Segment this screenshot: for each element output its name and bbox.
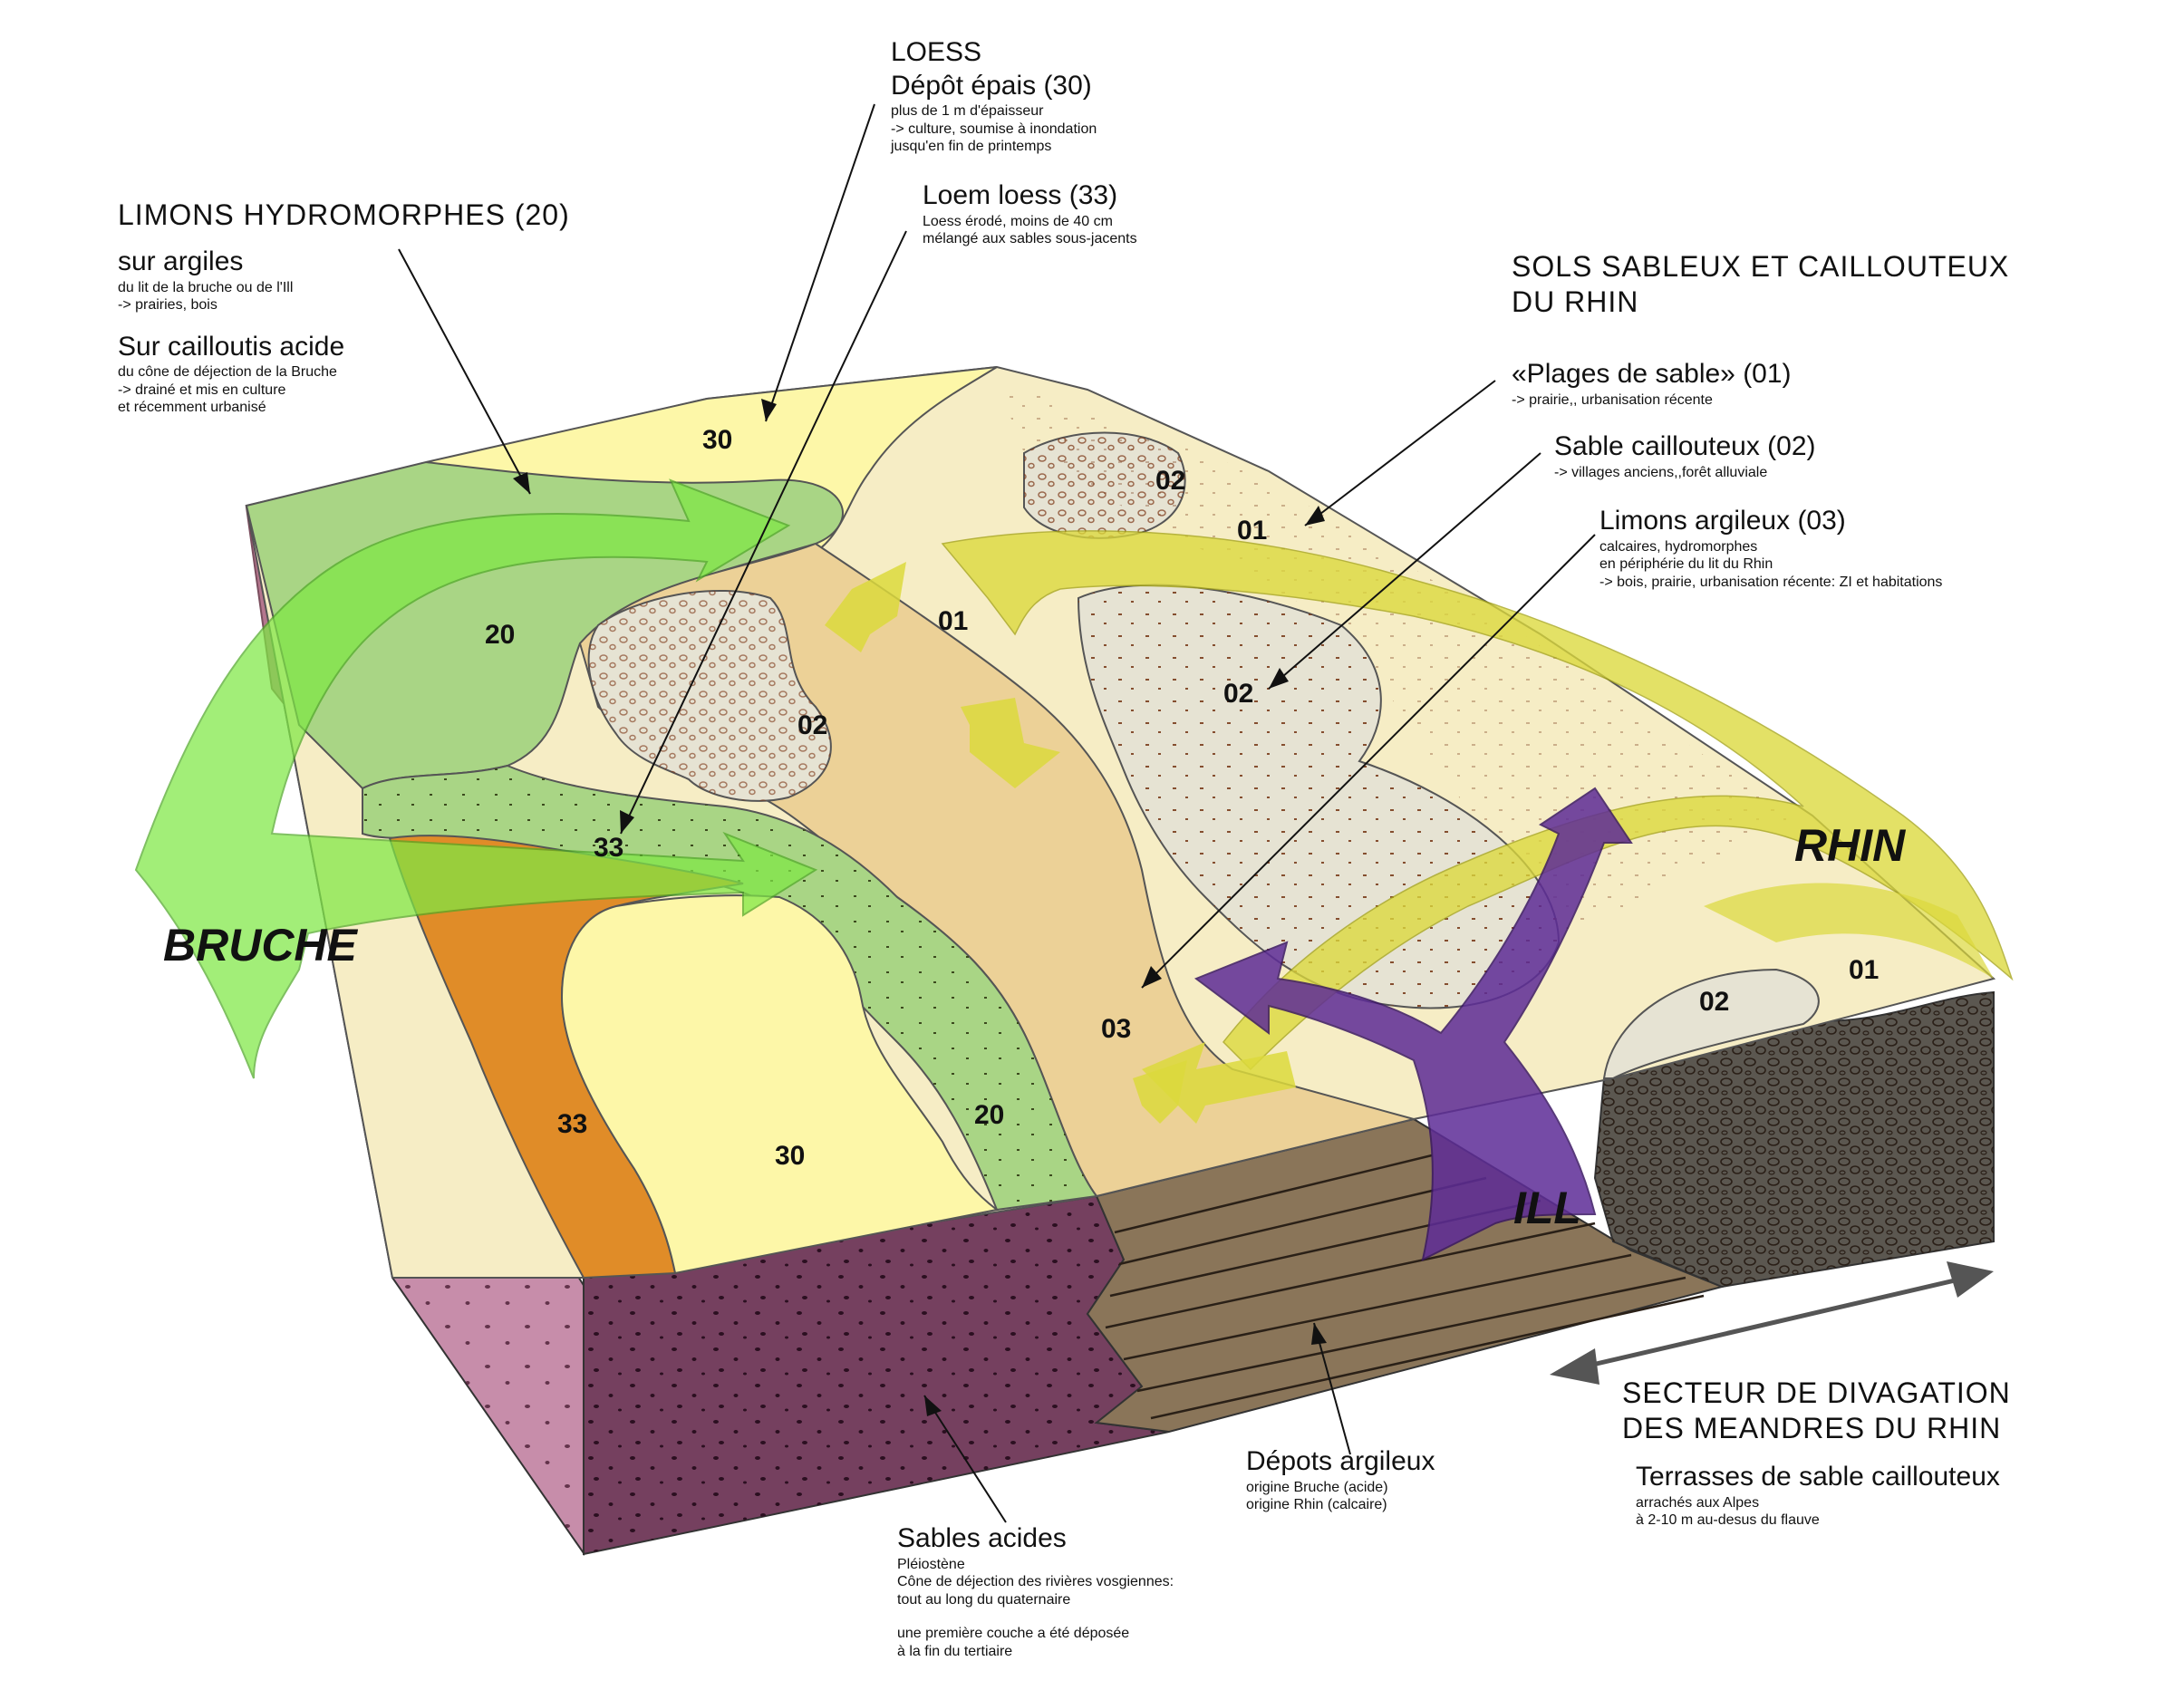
- secteur-line-1: SECTEUR DE DIVAGATION: [1622, 1376, 2011, 1409]
- zone-02-b: 02: [797, 710, 827, 740]
- label-sable-caillouteux: Sable caillouteux (02) -> villages ancie…: [1554, 430, 1816, 481]
- secteur-double-arrow: [1550, 1261, 1994, 1385]
- zone-03: 03: [1101, 1014, 1131, 1044]
- label-plages-sable: «Plages de sable» (01) -> prairie,, urba…: [1512, 358, 1792, 409]
- loess-heading: Dépôt épais (30): [891, 70, 1092, 101]
- rhin-arrow-main: [941, 530, 2014, 1071]
- loess-title: LOESS: [891, 37, 982, 67]
- leader-loem: [620, 230, 907, 835]
- limons-hydro-line: et récemment urbanisé: [118, 400, 266, 416]
- zone-33-a: 33: [594, 833, 623, 863]
- limons-arg-line: calcaires, hydromorphes: [1599, 538, 1758, 555]
- loem-heading: Loem loess (33): [923, 180, 1118, 210]
- top-zone-02-right: [1602, 968, 1820, 1079]
- river-arrows: [134, 478, 2014, 1261]
- label-limons-hydromorphes: LIMONS HYDROMORPHES (20) sur argiles du …: [118, 198, 570, 417]
- sols-sableux-title-2: DU RHIN: [1512, 285, 1639, 319]
- leader-sable-caill: [1268, 452, 1541, 690]
- river-bruche-label: BRUCHE: [163, 920, 359, 971]
- label-sables-acides: Sables acides Pléiostène Cône de déjecti…: [897, 1522, 1174, 1660]
- limons-hydro-sub1-heading: sur argiles: [118, 246, 244, 277]
- yellow-arrow-bottom: [1142, 1042, 1296, 1124]
- zone-01-c: 01: [1849, 955, 1879, 985]
- label-loess: LOESS Dépôt épais (30) plus de 1 m d'épa…: [891, 36, 1097, 156]
- leader-plages: [1304, 380, 1496, 526]
- terrasses-line: arrachés aux Alpes: [1636, 1494, 1760, 1511]
- plages-line: -> prairie,, urbanisation récente: [1512, 391, 1713, 408]
- plages-heading: «Plages de sable» (01): [1512, 359, 1792, 389]
- label-depots-argileux: Dépots argileux origine Bruche (acide) o…: [1246, 1445, 1435, 1514]
- sables-acides-line: Pléiostène: [897, 1556, 965, 1572]
- limons-hydro-line: du cône de déjection de la Bruche: [118, 364, 337, 381]
- zone-02-a: 02: [1155, 466, 1185, 496]
- leader-limons-hydro: [398, 248, 531, 495]
- leader-arrowheads: [513, 399, 1327, 1416]
- sables-acides-line: une première couche a été déposée: [897, 1626, 1130, 1642]
- limons-hydro-line: -> prairies, bois: [118, 297, 217, 314]
- sables-acides-heading: Sables acides: [897, 1523, 1067, 1553]
- yellow-arrow-small-1: [825, 562, 906, 652]
- zone-01-a: 01: [938, 606, 968, 636]
- ill-arrow: [1193, 787, 1633, 1261]
- loem-line: mélangé aux sables sous-jacents: [923, 231, 1137, 247]
- limons-arg-line: -> bois, prairie, urbanisation récente: …: [1599, 574, 1943, 590]
- sols-sableux-title-1: SOLS SABLEUX ET CAILLOUTEUX: [1512, 250, 2010, 283]
- sables-acides-line: [897, 1608, 1174, 1625]
- secteur-line-2: DES MEANDRES DU RHIN: [1622, 1412, 2002, 1445]
- leader-sables-acides: [923, 1395, 1007, 1523]
- leader-loess: [765, 103, 875, 422]
- label-sols-sableux: SOLS SABLEUX ET CAILLOUTEUX DU RHIN: [1512, 249, 2009, 320]
- terrasses-line: à 2-10 m au-desus du flauve: [1636, 1512, 1820, 1529]
- label-loem-loess: Loem loess (33) Loess érodé, moins de 40…: [923, 179, 1137, 248]
- river-names: BRUCHE RHIN ILL: [163, 820, 1906, 1233]
- label-limons-argileux: Limons argileux (03) calcaires, hydromor…: [1599, 505, 1942, 591]
- terrasses-heading: Terrasses de sable caillouteux: [1636, 1462, 2000, 1492]
- zone-30-top: 30: [702, 425, 732, 455]
- loess-line: jusqu'en fin de printemps: [891, 139, 1052, 155]
- limons-arg-line: en périphérie du lit du Rhin: [1599, 556, 1773, 573]
- sable-caill-heading: Sable caillouteux (02): [1554, 431, 1816, 461]
- leader-lines: [398, 103, 1596, 1523]
- zone-02-d: 02: [1699, 987, 1729, 1017]
- limons-hydro-line: du lit de la bruche ou de l'Ill: [118, 279, 294, 295]
- depots-line: origine Bruche (acide): [1246, 1479, 1388, 1495]
- yellow-arrow-small-2: [961, 698, 1060, 788]
- zone-20-top: 20: [485, 620, 515, 650]
- bruche-arrow: [134, 478, 818, 1079]
- zone-33-b: 33: [557, 1109, 587, 1139]
- loess-line: plus de 1 m d'épaisseur: [891, 103, 1044, 120]
- zone-30-bottom: 30: [775, 1141, 805, 1171]
- depots-heading: Dépots argileux: [1246, 1446, 1435, 1476]
- leader-depots: [1313, 1322, 1351, 1455]
- sables-acides-line: Cône de déjection des rivières vosgienne…: [897, 1574, 1174, 1590]
- label-terrasses: Terrasses de sable caillouteux arrachés …: [1636, 1461, 2000, 1530]
- label-secteur: SECTEUR DE DIVAGATION DES MEANDRES DU RH…: [1622, 1376, 2011, 1446]
- sables-acides-line: tout au long du quaternaire: [897, 1591, 1071, 1608]
- limons-hydro-line: -> drainé et mis en culture: [118, 381, 286, 398]
- sables-acides-line: à la fin du tertiaire: [897, 1643, 1013, 1659]
- rhin-arrow-side: [1704, 883, 1994, 979]
- river-ill-label: ILL: [1513, 1183, 1581, 1233]
- sable-caill-line: -> villages anciens,,forêt alluviale: [1554, 464, 1768, 480]
- limons-arg-heading: Limons argileux (03): [1599, 506, 1846, 536]
- zone-20-bottom: 20: [974, 1100, 1004, 1130]
- river-rhin-label: RHIN: [1794, 820, 1906, 871]
- loess-line: -> culture, soumise à inondation: [891, 121, 1097, 137]
- leader-limons-arg: [1141, 534, 1596, 989]
- top-zone-30-lower: [560, 894, 1000, 1275]
- depots-line: origine Rhin (calcaire): [1246, 1497, 1387, 1513]
- limons-hydro-sub2-heading: Sur cailloutis acide: [118, 331, 345, 362]
- block-side-faces: [245, 505, 1995, 1557]
- zone-02-c: 02: [1223, 679, 1253, 709]
- zone-codes: 30 20 01 02 02 01 02 33 03 33 30 20 02 0…: [485, 425, 1879, 1171]
- loem-line: Loess érodé, moins de 40 cm: [923, 213, 1113, 229]
- zone-01-b: 01: [1237, 516, 1267, 546]
- limons-hydro-title: LIMONS HYDROMORPHES (20): [118, 198, 570, 231]
